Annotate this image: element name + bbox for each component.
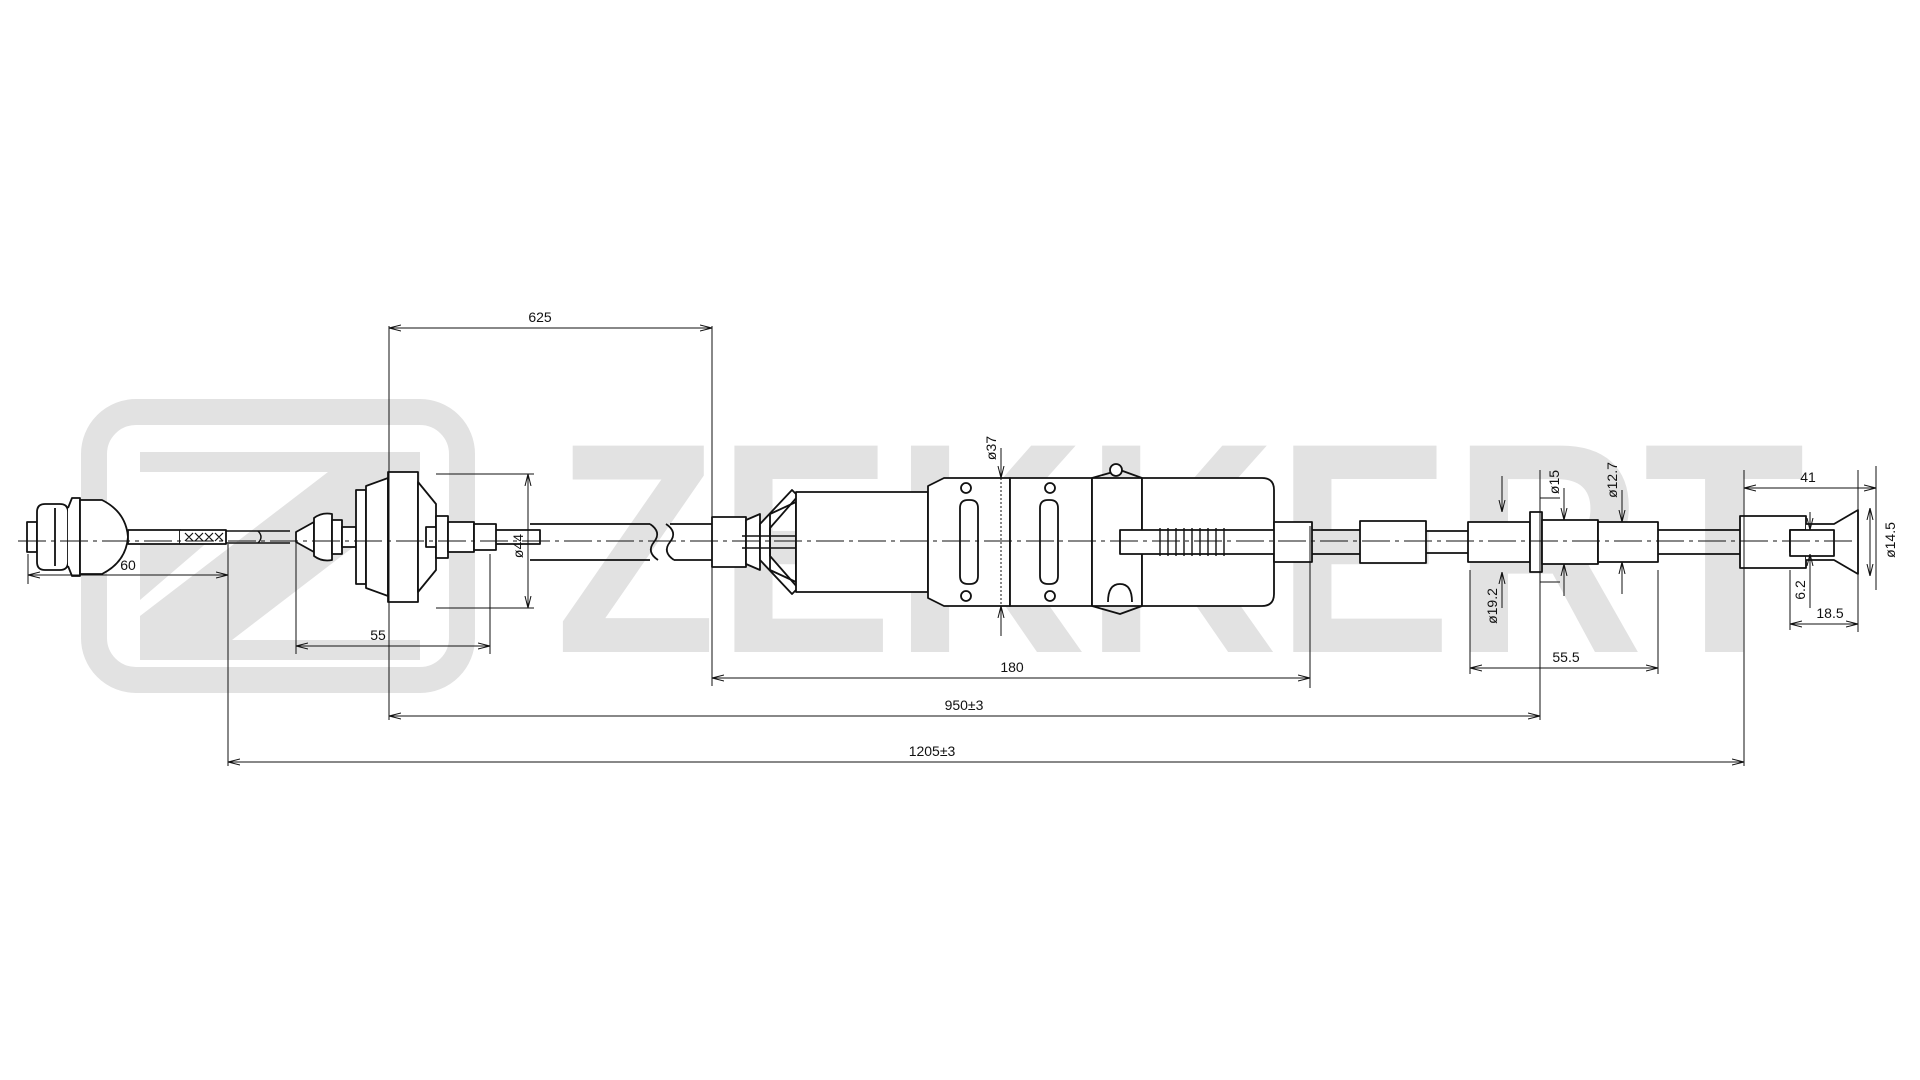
adjuster-clip <box>711 489 929 595</box>
cable-assembly <box>26 463 1859 615</box>
right-rod-assembly <box>1273 511 1807 573</box>
dim-180: 180 <box>1000 659 1024 675</box>
dim-dia-19-2: ø19.2 <box>1484 588 1500 624</box>
dim-dia-12-7: ø12.7 <box>1604 462 1620 498</box>
dim-55: 55 <box>370 627 386 643</box>
dim-41: 41 <box>1800 469 1816 485</box>
dim-dia-44: ø44 <box>510 534 526 558</box>
dim-dia-37: ø37 <box>983 436 999 460</box>
dim-18-5: 18.5 <box>1816 605 1843 621</box>
dim-dia-15: ø15 <box>1546 470 1562 494</box>
left-end-fitting <box>26 497 290 577</box>
dim-1205: 1205±3 <box>909 743 956 759</box>
dimension-lines <box>27 326 1877 766</box>
dimension-labels: 625 60 55 180 950±3 1205±3 55.5 41 18.5 … <box>120 309 1898 759</box>
dim-625: 625 <box>528 309 552 325</box>
adjuster-body <box>927 463 1277 615</box>
dim-6-2: 6.2 <box>1792 580 1808 600</box>
dim-55-5: 55.5 <box>1552 649 1579 665</box>
right-end-fitting <box>1789 509 1859 575</box>
dim-950: 950±3 <box>945 697 984 713</box>
grommet-boot <box>295 471 541 603</box>
dim-dia-14-5: ø14.5 <box>1882 522 1898 558</box>
cable-sheath <box>530 523 715 561</box>
dim-60: 60 <box>120 557 136 573</box>
